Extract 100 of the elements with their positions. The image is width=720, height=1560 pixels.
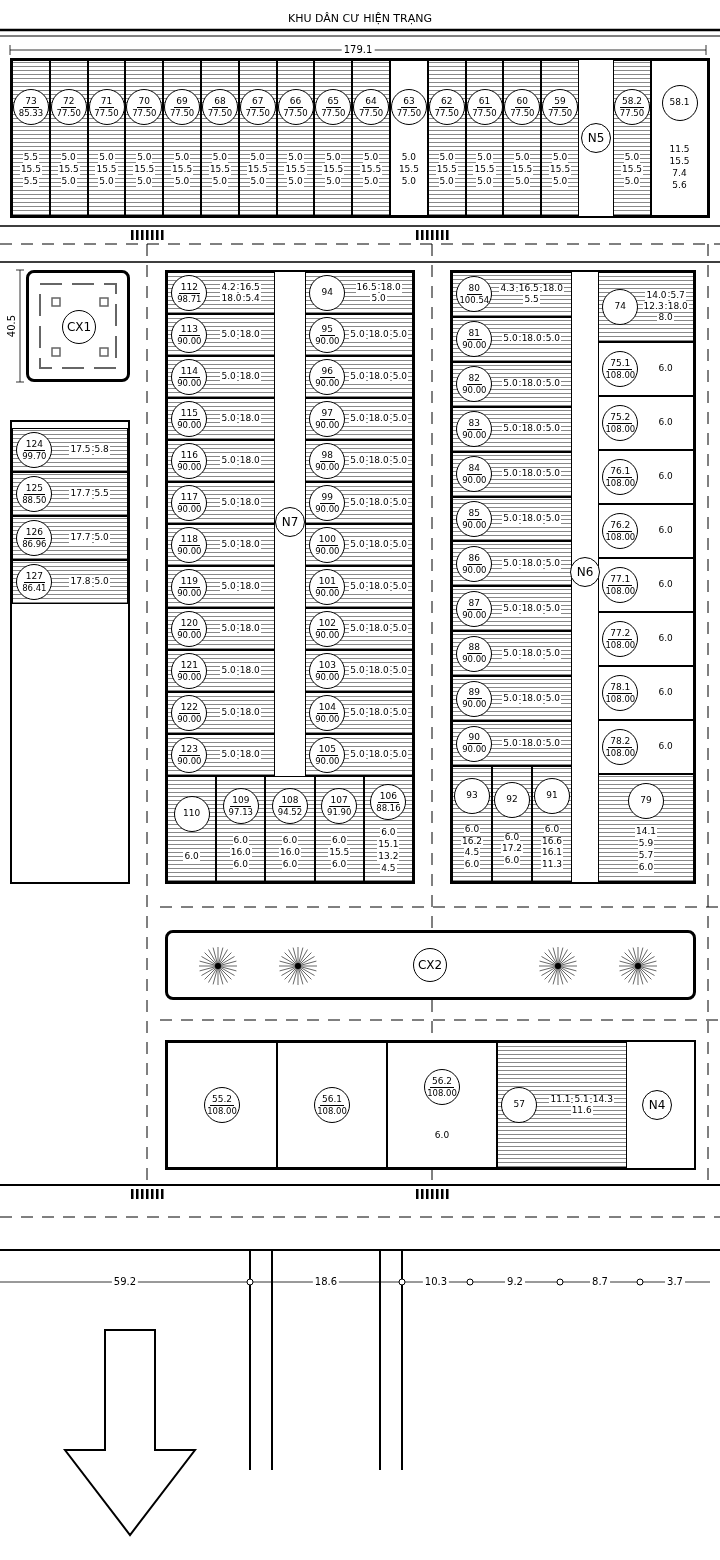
land-plot [216,776,266,882]
land-plot [598,774,694,882]
dimension-text: 11.6 [570,1105,593,1116]
dimension-text: 5.0 [623,153,641,164]
dimension-text: 5.0 [502,469,519,479]
land-plot [541,60,579,216]
dimension-text: 6.0 [433,1131,451,1141]
plot-area: 90.00 [462,654,487,664]
dimension-text: 5.0 [349,414,366,424]
dimension-text: 5.0 [391,582,408,592]
park-area [165,930,696,1000]
dimension-text: 5.0 [391,708,408,718]
plot-area: 91.90 [327,807,352,817]
dimension-text: 5.0 [502,603,519,614]
dimension-text: 5.0 [391,666,408,676]
plot-number: 90 [466,733,483,745]
plot-area: 88.16 [376,803,401,813]
land-plot [452,361,572,407]
land-plot [352,60,390,216]
land-plot [598,720,694,774]
plot-area: 77.50 [434,107,459,118]
land-plot [167,1042,277,1168]
plot-area: 90.00 [177,461,202,472]
dimension-text: 5.0 [551,177,569,187]
dimension-text: 18.0 [238,624,261,634]
dimension-text: 6.0 [657,526,674,536]
dimension-text: 5.0 [502,558,519,569]
plot-number: 83 [466,418,483,430]
dimension-text: 5.0 [502,738,519,749]
dimension-text: 15.5 [473,165,496,175]
block-label: N4 [642,1090,672,1120]
plot-area: 77.50 [56,107,81,118]
plot-area: 90.00 [177,419,202,430]
dimension-text: 6.0 [657,364,674,374]
dimension-text: 18.0 [220,293,243,304]
plot-number: 80 [466,284,483,296]
dimension-text: 14.0 [645,291,668,302]
land-block [165,1040,696,1170]
plot-area: 90.00 [315,335,340,346]
land-plot [503,60,542,216]
land-plot [452,631,572,677]
dimension-text: 5.0 [438,153,455,164]
plot-number: 121 [178,660,200,672]
dimension-text: 15.5 [284,165,307,175]
dimension-text: 18.0 [238,708,261,718]
land-plot [167,398,275,440]
plot-area: 90.00 [315,629,340,640]
dimension-text: 6.0 [657,580,674,590]
land-plot [277,1042,387,1168]
dimension-text: 5.0 [544,469,561,479]
dimension-text: 5.0 [136,153,153,164]
plot-number: 75.1 [608,358,633,370]
plot-number: 78.1 [608,682,633,694]
dimension-text: 5.5 [93,489,110,499]
dimension-text: 18.0 [238,414,261,424]
dimension-text: 6.0 [657,742,674,752]
dimension-text: 16.5 [355,282,378,293]
land-plot [167,272,275,314]
plot-number: 58.1 [668,98,691,109]
dimension-text: 15.5 [208,165,231,175]
dimension-text: 12.3 [642,302,665,312]
dimension-text: 16.2 [460,836,483,847]
land-plot [12,60,50,216]
plot-area: 90.00 [315,503,340,514]
land-plot [452,451,572,497]
dimension-text: 6.0 [503,832,521,843]
block-label: N6 [570,557,600,587]
dimension-text: 5.0 [362,153,380,164]
dimension-text: 5.0 [211,153,229,164]
dimension-text: 5.0 [544,693,561,704]
plot-area: 77.50 [169,107,195,118]
plot-area: 90.00 [177,671,202,682]
dimension-text: 5.7 [669,291,686,302]
dimension-text: 15.5 [246,165,269,175]
dimension-text: 5.4 [244,293,261,304]
plot-area: 90.00 [462,609,487,620]
dimension-text: 16.6 [540,836,563,847]
land-plot [167,440,275,482]
dimension-text: 4.3 [499,284,516,294]
plot-number: 71 [98,96,115,108]
dimension-text: 5.0 [400,177,418,187]
dimension-text: 18.0 [520,648,543,659]
plot-area: 108.00 [605,369,636,380]
dimension-text: 5.0 [211,177,229,187]
dimension-text: 5.0 [220,666,237,676]
plot-area: 77.50 [207,107,233,118]
land-plot [305,608,413,650]
plot-number: 118 [178,534,200,546]
dimension-text: 5.0 [287,153,304,164]
dimension-text: 15.5 [397,165,420,175]
plot-number: 103 [316,660,338,672]
dimension-text: 6.0 [657,472,674,482]
land-plot [598,558,694,612]
plot-area: 108.00 [605,585,636,596]
dimension-label: 40.5 [7,312,17,340]
land-plot [305,356,413,398]
dimension-text: 5.0 [220,330,237,340]
dimension-label: 9.2 [505,1277,525,1287]
dimension-text: 6.0 [281,835,299,846]
dimension-text: 11.1 [549,1094,572,1105]
